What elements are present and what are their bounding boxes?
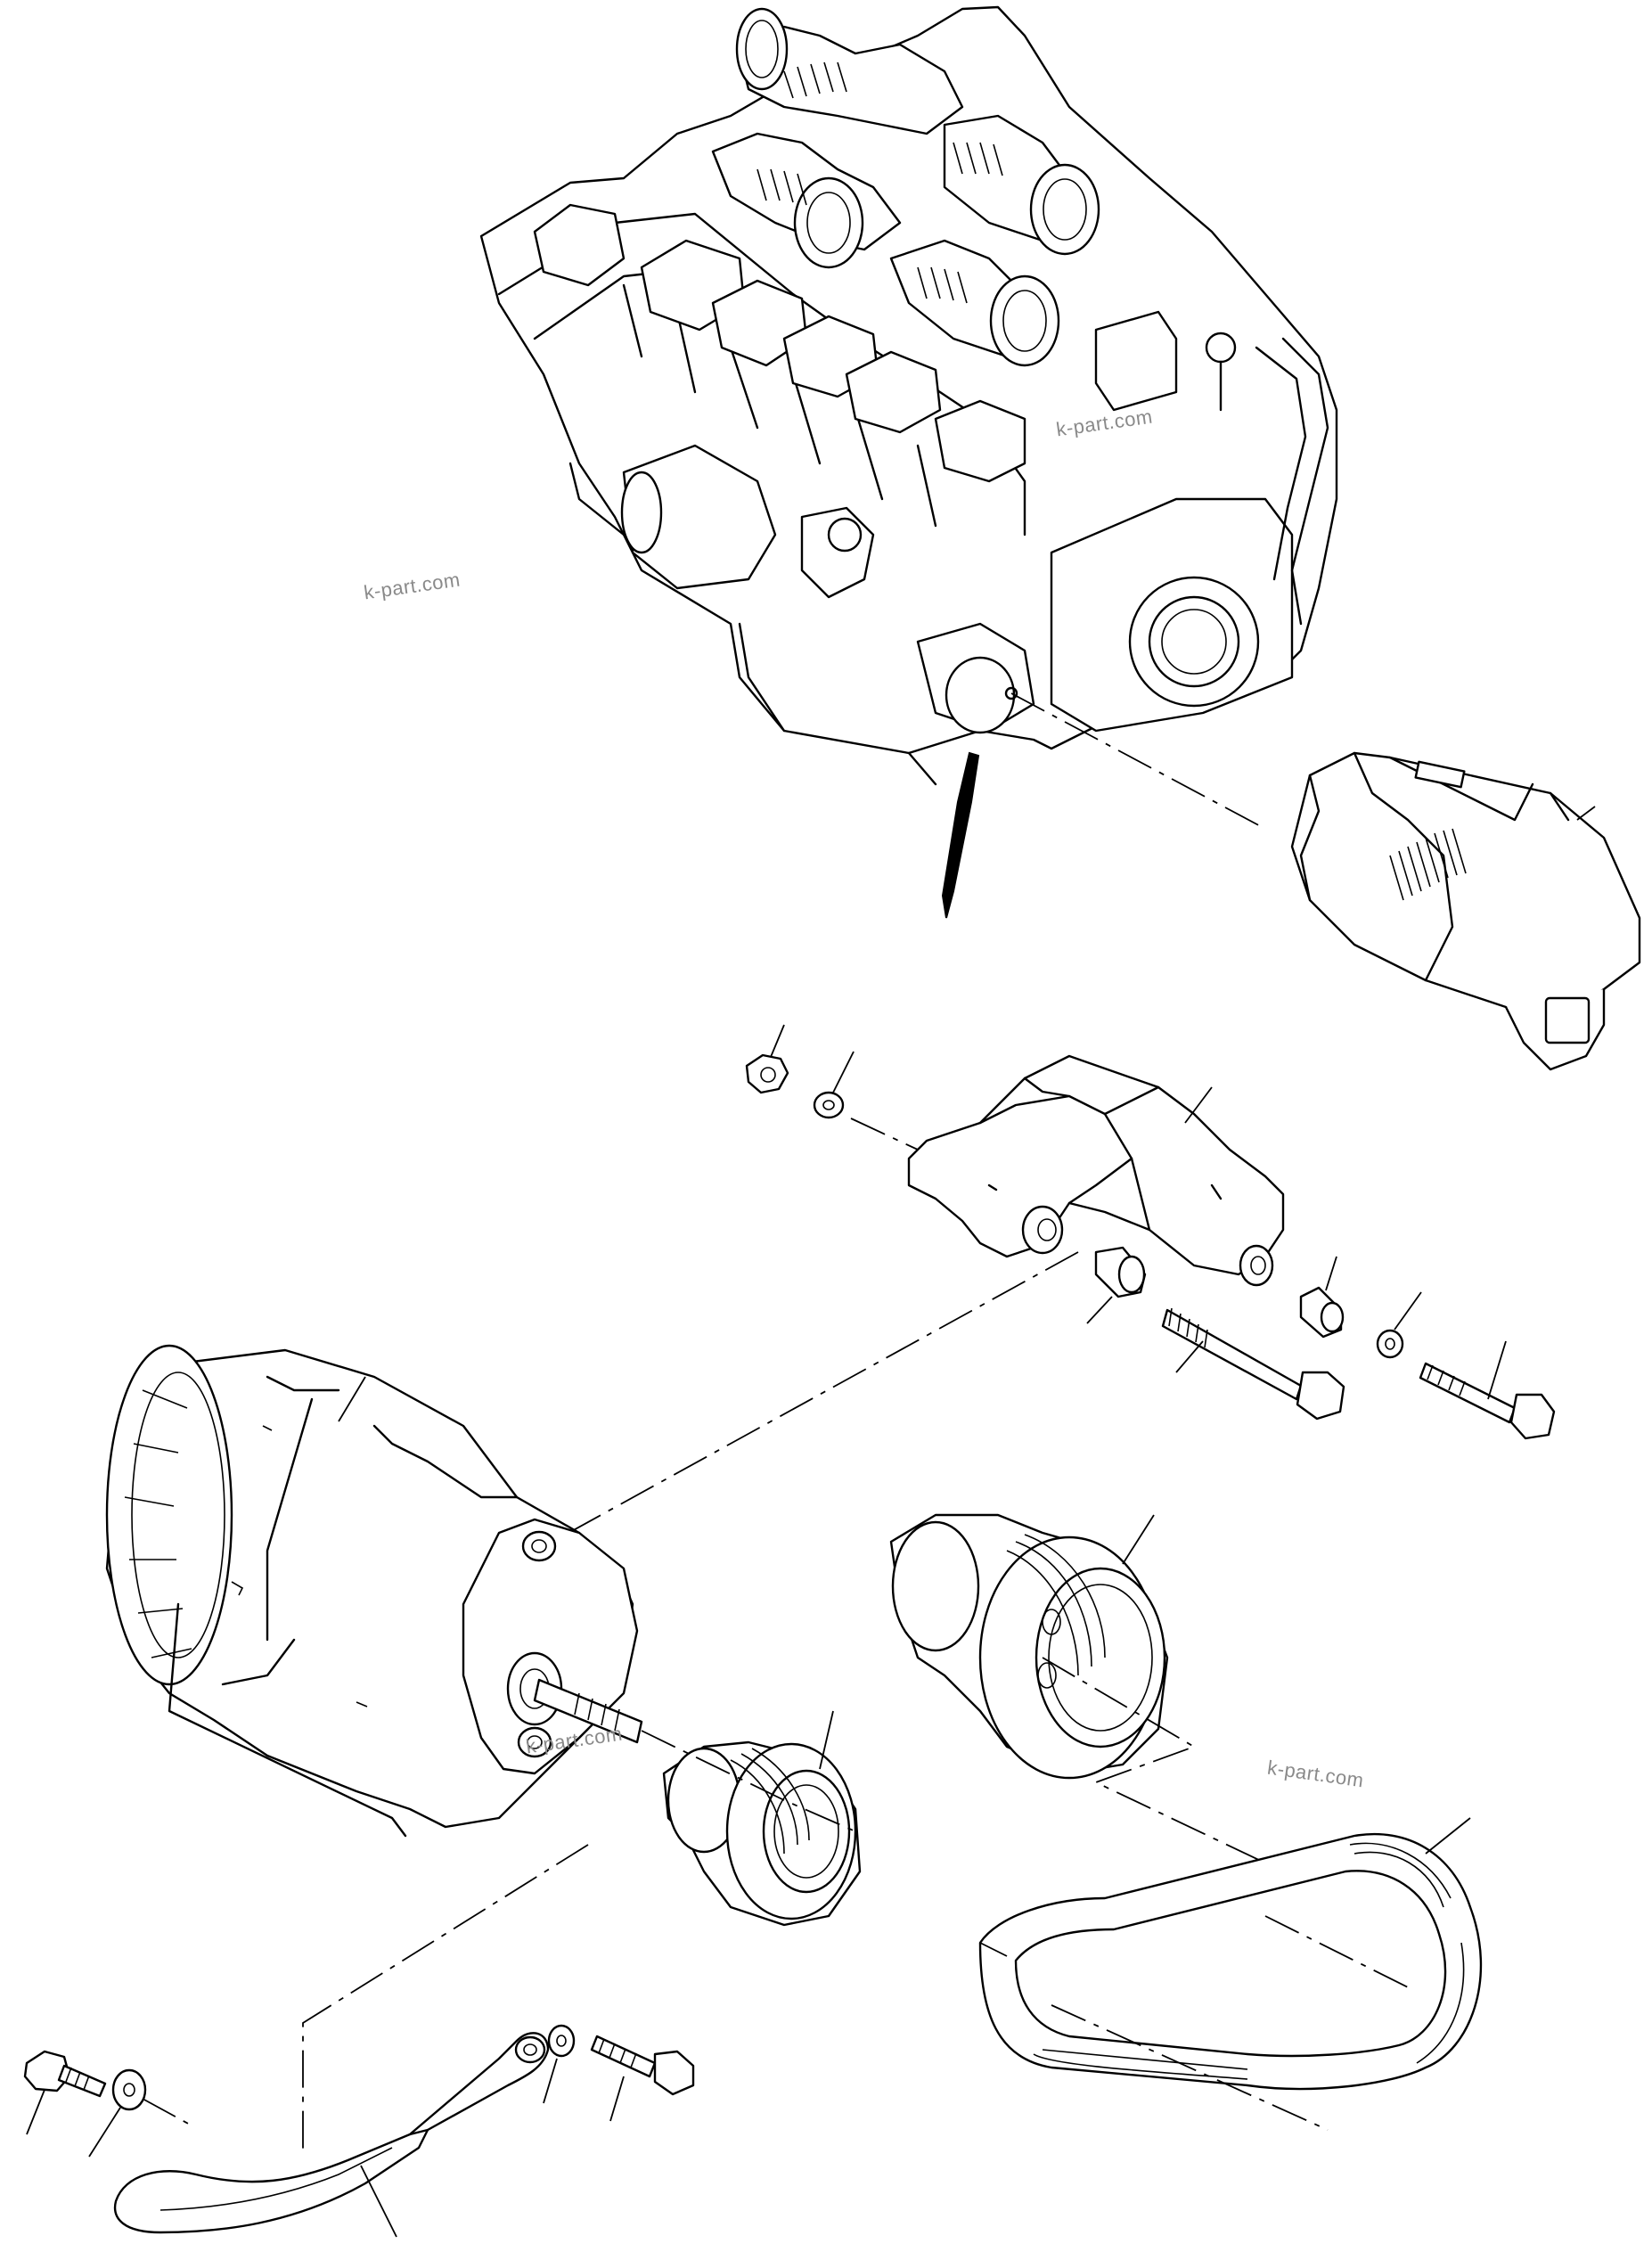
lock-nut <box>745 1024 789 1094</box>
centerline-cover <box>1010 692 1266 830</box>
adjusting-link <box>113 2032 550 2238</box>
bolt-lower-left <box>23 2050 107 2135</box>
centerline-drive-pulley <box>1042 1657 1284 1872</box>
washer-lower-left <box>88 2068 192 2158</box>
centerline-alternator-upper <box>552 1251 1079 1543</box>
centerline-bracket-top <box>850 1118 919 1151</box>
centerline-alternator-lower <box>302 1844 589 2157</box>
bolt-lower-right <box>590 2035 695 2122</box>
direction-arrow <box>941 751 980 919</box>
long-bolt <box>1161 1307 1345 1421</box>
alternator-pulley <box>662 1710 862 1927</box>
sleeve <box>1299 1256 1345 1339</box>
drive-pulley <box>889 1513 1169 1780</box>
engine-assembly <box>479 5 1338 786</box>
washer-lower-right <box>543 2024 576 2104</box>
washer-upper <box>813 1051 855 1119</box>
alternator <box>105 1344 643 1838</box>
alternator-cover <box>1290 751 1641 1071</box>
centerline-alternator-pulley <box>641 1730 856 1832</box>
bolt-right <box>1419 1340 1556 1440</box>
alternator-bracket <box>907 1054 1285 1287</box>
washer-right <box>1376 1291 1422 1359</box>
spacer-bushing <box>1086 1246 1147 1324</box>
v-belt <box>978 1817 1483 2131</box>
